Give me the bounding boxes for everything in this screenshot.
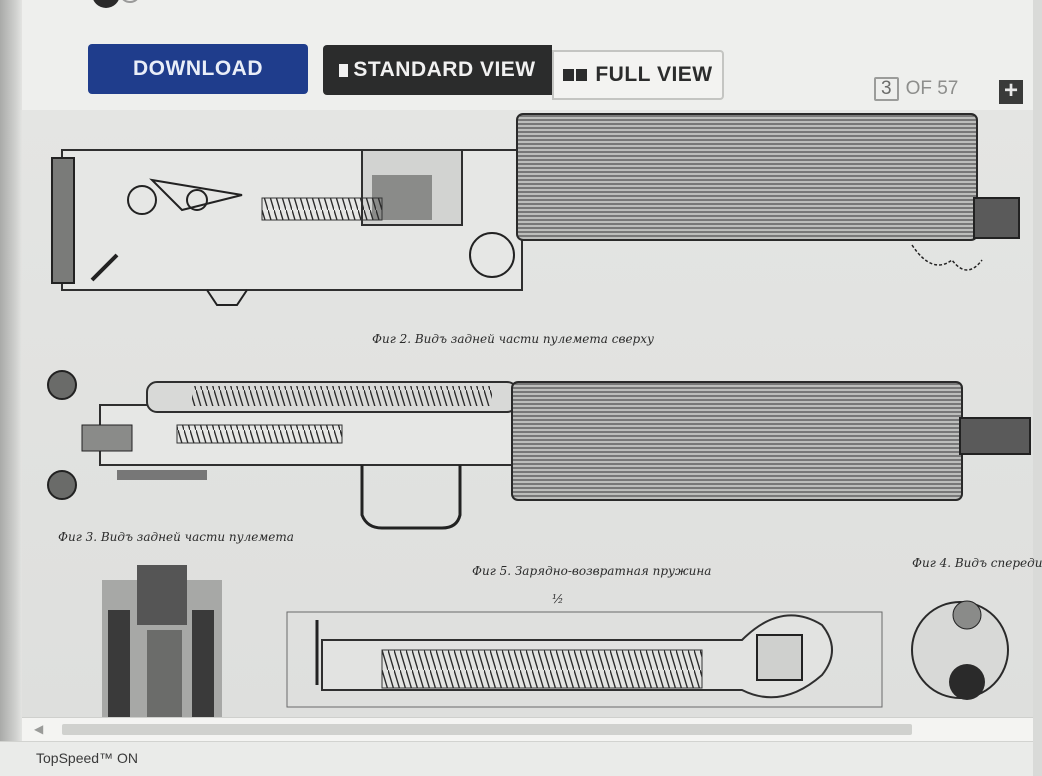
scroll-left-icon[interactable]: ◀ <box>34 722 44 736</box>
site-logo-icon <box>93 0 138 8</box>
topspeed-status: TopSpeed™ ON <box>36 750 138 766</box>
current-page-input[interactable]: 3 <box>874 77 899 101</box>
scale-caption: ½ <box>552 592 564 606</box>
standard-view-label: STANDARD VIEW <box>353 58 536 81</box>
monitor-bezel <box>0 0 22 775</box>
download-button[interactable]: DOWNLOAD <box>88 44 308 94</box>
page-indicator: 3 OF 57 <box>874 77 958 101</box>
mechanism-photo <box>102 565 222 717</box>
fig2-drawing <box>51 113 1020 306</box>
single-page-icon <box>339 63 349 77</box>
status-bar: TopSpeed™ ON <box>0 741 1033 776</box>
fig4-caption: Фиг 4. Видъ спереди <box>912 556 1042 570</box>
fig4-drawing <box>911 600 1009 700</box>
fig5-drawing <box>286 611 883 708</box>
fig5-caption: Фиг 5. Зарядно-возвратная пружина <box>472 564 712 578</box>
full-view-button[interactable]: FULL VIEW <box>552 50 724 100</box>
page-total-label: OF 57 <box>905 78 959 99</box>
full-view-label: FULL VIEW <box>595 63 713 86</box>
download-button-label: DOWNLOAD <box>133 57 263 80</box>
two-page-icon <box>563 69 575 81</box>
fig3-drawing <box>47 370 1031 530</box>
horizontal-scrollbar[interactable]: ◀ <box>22 717 1033 742</box>
fig3-caption: Фиг 3. Видъ задней части пулемета <box>58 530 294 544</box>
two-page-icon-right <box>576 69 588 81</box>
standard-view-button[interactable]: STANDARD VIEW <box>323 45 552 95</box>
document-page-image: Фиг 2. Видъ задней части пулемета сверху… <box>22 110 1042 717</box>
technical-drawing <box>47 113 1031 717</box>
fig2-caption: Фиг 2. Видъ задней части пулемета сверху <box>372 332 654 346</box>
zoom-in-button[interactable]: + <box>999 79 1023 104</box>
scrollbar-thumb[interactable] <box>62 724 912 735</box>
viewer-toolbar: DOWNLOAD STANDARD VIEW FULL VIEW 3 OF 57… <box>22 0 1033 111</box>
